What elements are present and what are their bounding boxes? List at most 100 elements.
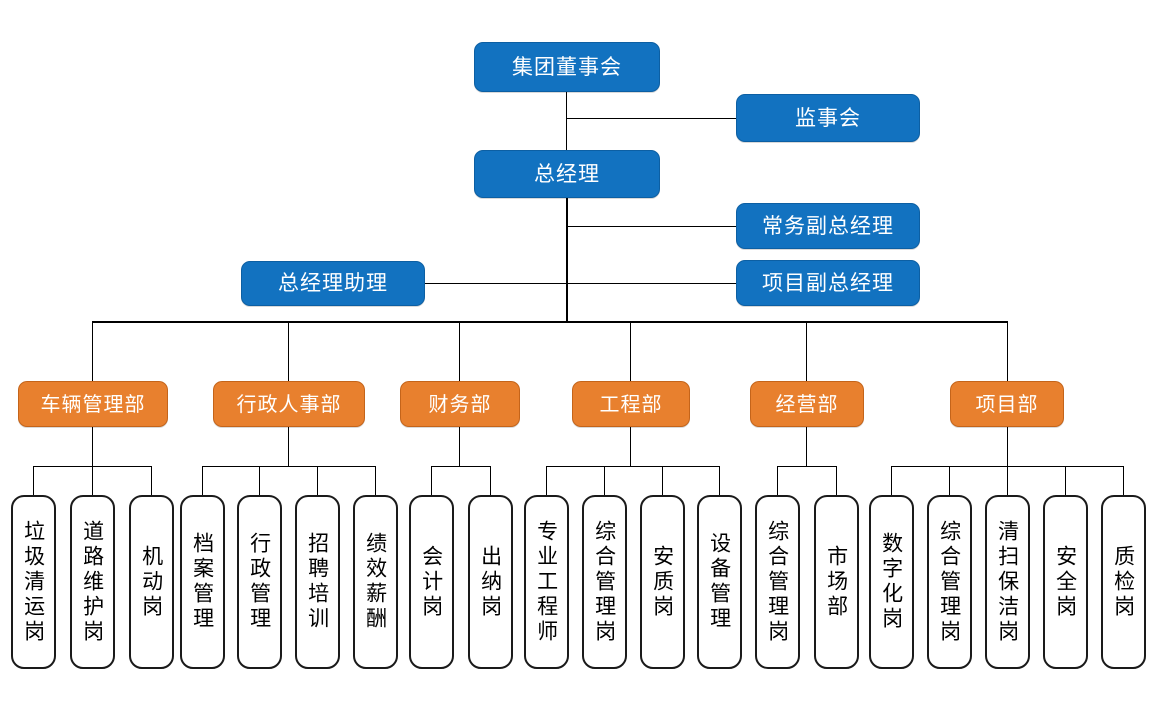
node-department-label: 经营部 [775, 392, 839, 416]
node-position-label: 行政管理 [247, 532, 272, 632]
node-position[interactable]: 综合管理岗 [755, 495, 800, 669]
node-department-vehicle-management[interactable]: 车辆管理部 [18, 381, 168, 427]
node-position-label: 综合管理岗 [937, 519, 962, 645]
node-position-label: 道路维护岗 [80, 519, 105, 645]
dept4-drop-3 [662, 466, 663, 496]
node-position[interactable]: 会计岗 [409, 495, 454, 669]
node-position-label: 清扫保洁岗 [995, 519, 1020, 645]
node-department-label: 项目部 [975, 392, 1039, 416]
dept1-drop-1 [33, 466, 34, 496]
node-gm-assistant-label: 总经理助理 [278, 271, 388, 295]
dept4-drop-4 [719, 466, 720, 496]
dept6-drop-1 [891, 466, 892, 496]
department-bus-line [92, 321, 1008, 323]
dept6-stem [1007, 427, 1008, 467]
node-position[interactable]: 综合管理岗 [927, 495, 972, 669]
node-position-label: 专业工程师 [534, 519, 559, 645]
node-department-admin-hr[interactable]: 行政人事部 [213, 381, 365, 427]
node-position-label: 招聘培训 [305, 532, 330, 632]
connector-board-to-supervisory [566, 118, 736, 119]
node-position[interactable]: 清扫保洁岗 [985, 495, 1030, 669]
node-position[interactable]: 垃圾清运岗 [11, 495, 56, 669]
dept2-bus [202, 466, 375, 467]
node-department-engineering[interactable]: 工程部 [572, 381, 690, 427]
node-position[interactable]: 安全岗 [1043, 495, 1088, 669]
node-position-label: 综合管理岗 [592, 519, 617, 645]
dept1-drop-2 [92, 466, 93, 496]
node-general-manager-label: 总经理 [534, 161, 600, 186]
dept5-drop-1 [777, 466, 778, 496]
node-board[interactable]: 集团董事会 [474, 42, 660, 92]
node-position[interactable]: 综合管理岗 [582, 495, 627, 669]
node-position[interactable]: 质检岗 [1101, 495, 1146, 669]
dept5-drop-2 [836, 466, 837, 496]
dept5-stem [806, 427, 807, 467]
node-position[interactable]: 绩效薪酬 [353, 495, 398, 669]
node-gm-assistant[interactable]: 总经理助理 [241, 261, 425, 306]
drop-to-dept-6 [1007, 321, 1008, 381]
connector-gm-to-exec-deputy [566, 226, 736, 227]
dept3-drop-2 [490, 466, 491, 496]
node-position-label: 绩效薪酬 [363, 532, 388, 632]
dept6-drop-3 [1007, 466, 1008, 496]
node-supervisory-board[interactable]: 监事会 [736, 94, 920, 142]
node-department-label: 车辆管理部 [40, 392, 146, 416]
dept1-stem [92, 427, 93, 467]
node-position[interactable]: 出纳岗 [468, 495, 513, 669]
node-position[interactable]: 设备管理 [697, 495, 742, 669]
node-executive-deputy-gm[interactable]: 常务副总经理 [736, 203, 920, 249]
node-position-label: 设备管理 [707, 532, 732, 632]
connector-board-to-gm [566, 92, 567, 152]
connector-gm-to-project-deputy [566, 283, 736, 284]
dept3-bus [431, 466, 490, 467]
node-department-label: 工程部 [599, 392, 663, 416]
node-position-label: 出纳岗 [478, 544, 503, 620]
dept1-drop-3 [151, 466, 152, 496]
node-general-manager[interactable]: 总经理 [474, 150, 660, 198]
node-executive-deputy-gm-label: 常务副总经理 [762, 213, 894, 238]
node-project-deputy-gm[interactable]: 项目副总经理 [736, 260, 920, 306]
node-position[interactable]: 档案管理 [180, 495, 225, 669]
dept6-drop-5 [1123, 466, 1124, 496]
connector-assistant-to-gm [425, 283, 567, 284]
node-position-label: 综合管理岗 [765, 519, 790, 645]
node-position-label: 机动岗 [139, 544, 164, 620]
node-position[interactable]: 安质岗 [640, 495, 685, 669]
dept6-drop-4 [1065, 466, 1066, 496]
node-position-label: 质检岗 [1111, 544, 1136, 620]
node-position-label: 安全岗 [1053, 544, 1078, 620]
dept4-bus [546, 466, 719, 467]
dept2-drop-4 [375, 466, 376, 496]
node-position-label: 会计岗 [419, 544, 444, 620]
node-position-label: 数字化岗 [879, 532, 904, 632]
dept2-drop-1 [202, 466, 203, 496]
node-position[interactable]: 市场部 [814, 495, 859, 669]
node-position-label: 安质岗 [650, 544, 675, 620]
dept4-drop-1 [546, 466, 547, 496]
node-position[interactable]: 专业工程师 [524, 495, 569, 669]
dept2-drop-3 [317, 466, 318, 496]
node-position[interactable]: 数字化岗 [869, 495, 914, 669]
drop-to-dept-3 [459, 321, 460, 381]
node-position[interactable]: 机动岗 [129, 495, 174, 669]
dept4-drop-2 [604, 466, 605, 496]
drop-to-dept-4 [630, 321, 631, 381]
dept3-stem [459, 427, 460, 467]
node-department-project[interactable]: 项目部 [950, 381, 1064, 427]
node-department-operations[interactable]: 经营部 [750, 381, 864, 427]
node-department-label: 行政人事部 [236, 392, 342, 416]
node-position[interactable]: 道路维护岗 [70, 495, 115, 669]
node-position[interactable]: 行政管理 [237, 495, 282, 669]
drop-to-dept-1 [92, 321, 93, 381]
drop-to-dept-5 [806, 321, 807, 381]
connector-gm-to-bus [566, 198, 568, 322]
node-position-label: 垃圾清运岗 [21, 519, 46, 645]
node-department-finance[interactable]: 财务部 [400, 381, 520, 427]
node-position[interactable]: 招聘培训 [295, 495, 340, 669]
node-position-label: 市场部 [824, 544, 849, 620]
node-board-label: 集团董事会 [512, 54, 622, 79]
node-position-label: 档案管理 [190, 532, 215, 632]
node-project-deputy-gm-label: 项目副总经理 [762, 270, 894, 295]
dept2-drop-2 [259, 466, 260, 496]
